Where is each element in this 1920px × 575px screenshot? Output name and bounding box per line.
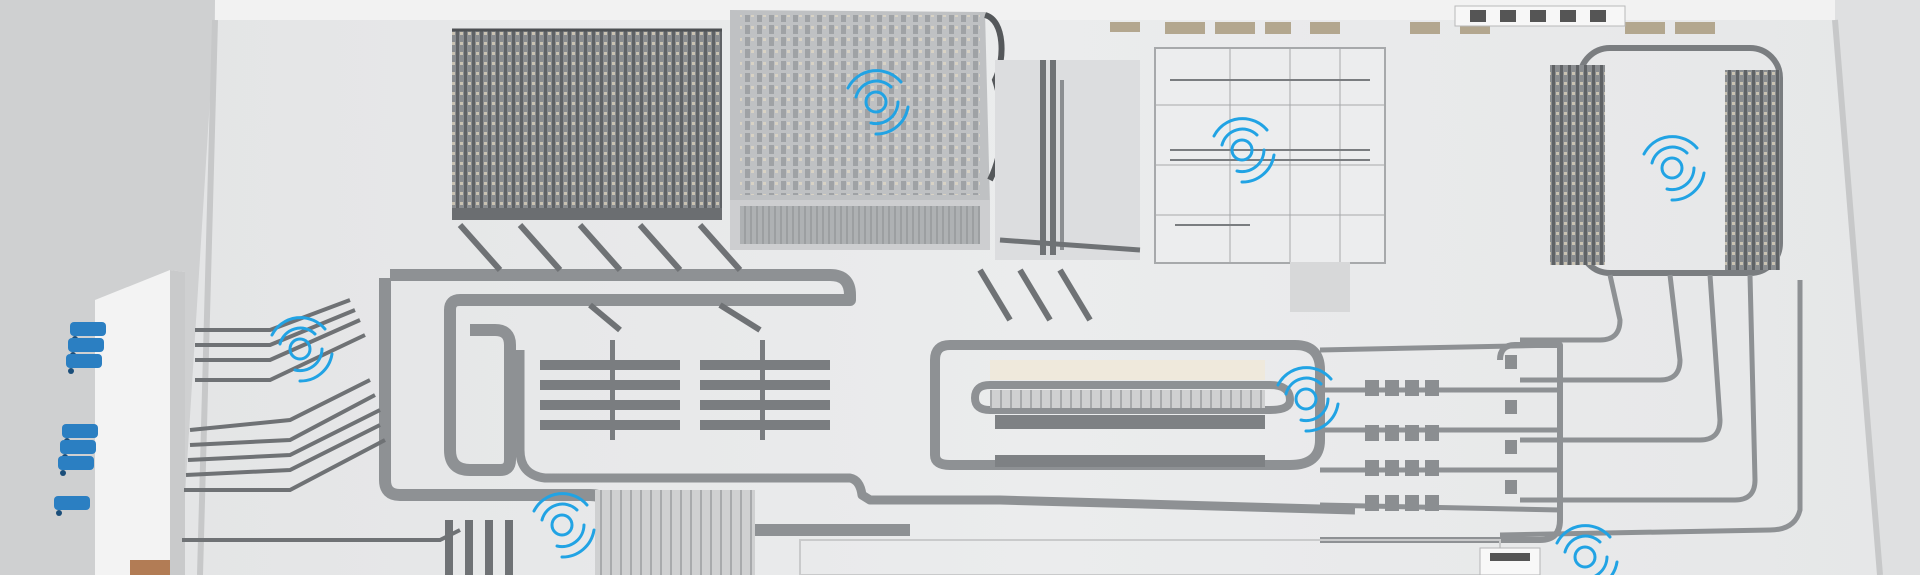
building-right-wall xyxy=(1835,0,1920,575)
hotspot-shuttle-storage[interactable] xyxy=(846,69,910,136)
main-conveyor-network xyxy=(379,269,1803,543)
top-wall-office xyxy=(1454,5,1626,27)
dock-feeder-conveyors xyxy=(182,298,461,542)
hotspot-outbound-staging[interactable] xyxy=(532,492,596,559)
sortation-loop-outline xyxy=(930,340,1325,470)
right-return-conveyor xyxy=(1320,342,1563,543)
shipping-sorter-loop xyxy=(1550,45,1783,276)
shipping-feed-conveyors xyxy=(1499,274,1803,538)
main-trunk-conveyor xyxy=(515,350,1356,515)
storage-feeders xyxy=(457,223,1093,333)
truck xyxy=(54,496,90,516)
shuttle-storage-block xyxy=(730,10,1005,250)
truck xyxy=(66,354,102,374)
outbound-staging xyxy=(445,490,755,575)
hotspot-markers xyxy=(270,69,1706,575)
lane-conveyors xyxy=(1319,342,1561,513)
loading-dock-building xyxy=(95,270,185,575)
delivery-trucks xyxy=(54,322,106,516)
truck xyxy=(58,456,94,476)
sortation-picking-stations xyxy=(990,360,1265,467)
packing-station-clusters xyxy=(1365,355,1517,511)
buffer-stations xyxy=(540,340,830,440)
pallet-storage-racks xyxy=(452,28,722,220)
upper-loop-conveyor xyxy=(390,269,856,476)
hotspot-sortation-loop[interactable] xyxy=(1276,366,1340,433)
building-top-wall xyxy=(215,0,1835,20)
hotspot-shipping-sorter[interactable] xyxy=(1642,135,1706,202)
hotspot-outbound-dock[interactable] xyxy=(1555,524,1619,575)
hotspot-receiving-docks[interactable] xyxy=(270,316,334,383)
vertical-conveyors xyxy=(995,60,1141,260)
goods-to-person-area xyxy=(1154,47,1386,312)
outbound-dock-area xyxy=(799,539,1541,575)
hotspot-goods-to-person-picking[interactable] xyxy=(1212,117,1276,184)
